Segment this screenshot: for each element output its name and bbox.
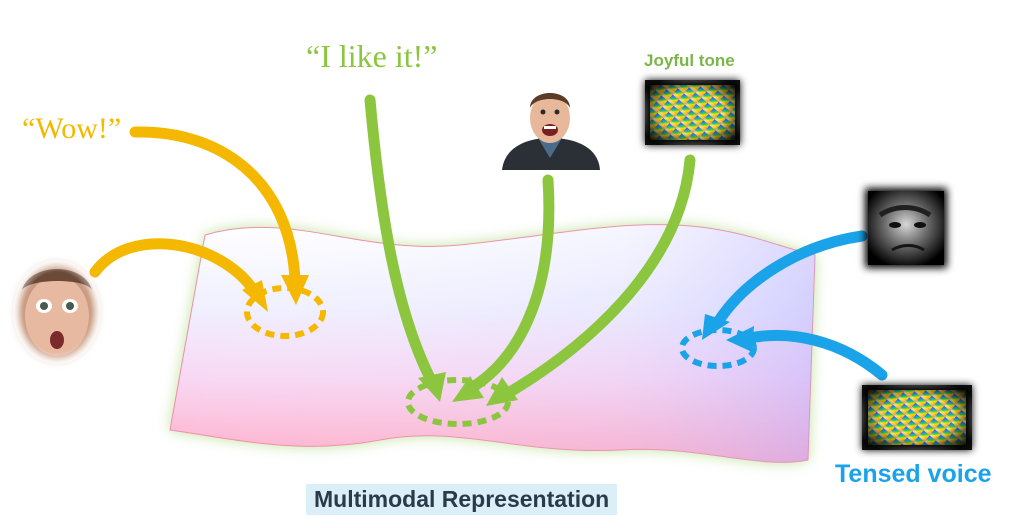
green-modality-arrows xyxy=(364,94,696,398)
wow-quote-label: “Wow!” xyxy=(22,112,122,145)
green-cluster-ellipse xyxy=(405,377,511,427)
representation-surface xyxy=(169,224,816,463)
yellow-modality-arrows xyxy=(89,126,301,298)
yellow-cluster-ellipse xyxy=(244,285,326,339)
joyful-tone-label: Joyful tone xyxy=(644,51,735,70)
blue-cluster-ellipse xyxy=(679,327,757,369)
like-it-quote-label: “I like it!” xyxy=(306,38,438,74)
surprised-woman-face-image xyxy=(13,260,101,364)
tensed-voice-label: Tensed voice xyxy=(835,460,992,488)
tense-face-image xyxy=(865,188,947,268)
multimodal-representation-title: Multimodal Representation xyxy=(306,484,618,515)
excited-man-image xyxy=(498,90,602,170)
blue-modality-arrows xyxy=(712,230,888,381)
tensed-spectrogram-image xyxy=(862,385,972,450)
joyful-spectrogram-image xyxy=(645,80,740,145)
